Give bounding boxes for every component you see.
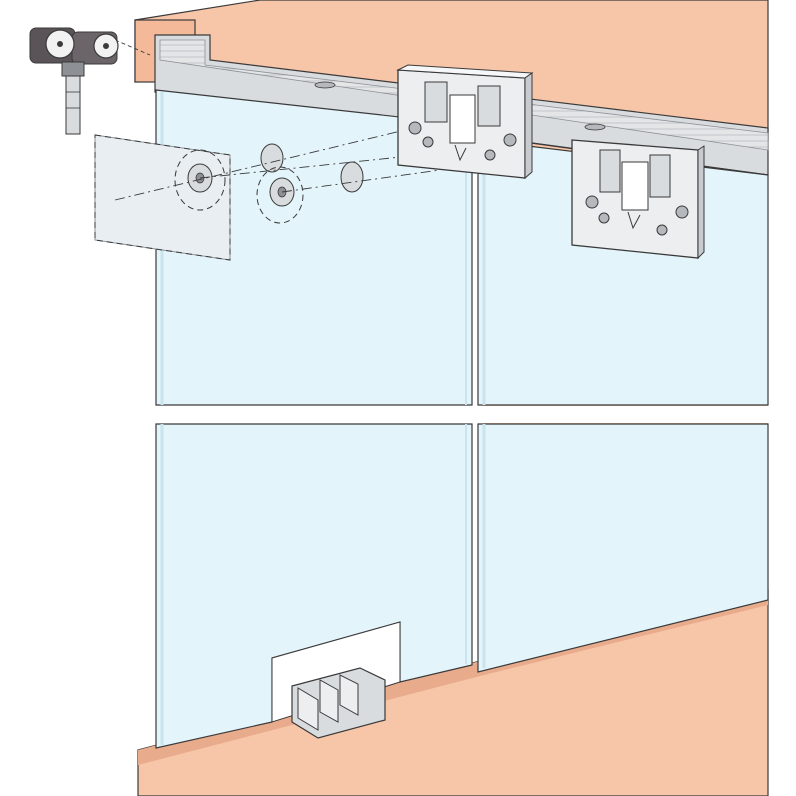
clamp-plate-right xyxy=(571,139,705,260)
screw-icon xyxy=(408,121,422,135)
section-break xyxy=(140,406,780,423)
floor-guide xyxy=(271,621,401,739)
screw-icon xyxy=(675,205,689,219)
roller-carriage xyxy=(29,27,119,135)
glass-door-right xyxy=(477,139,769,673)
screw-icon xyxy=(503,133,517,147)
protective-pad xyxy=(94,134,231,261)
screw-icon xyxy=(484,149,496,161)
screw-icon xyxy=(422,136,434,148)
screw-icon xyxy=(598,212,610,224)
roller-bolt xyxy=(65,75,81,135)
assembly-lines xyxy=(114,39,441,201)
hole-top xyxy=(260,143,284,173)
hole-outline-1 xyxy=(174,149,226,211)
screw-icon xyxy=(585,195,599,209)
glass-door-left xyxy=(155,89,473,749)
clamp-plate-left xyxy=(396,64,534,180)
hole-right xyxy=(340,161,364,193)
screw-icon xyxy=(656,224,668,236)
hole-outline-2 xyxy=(256,166,304,224)
